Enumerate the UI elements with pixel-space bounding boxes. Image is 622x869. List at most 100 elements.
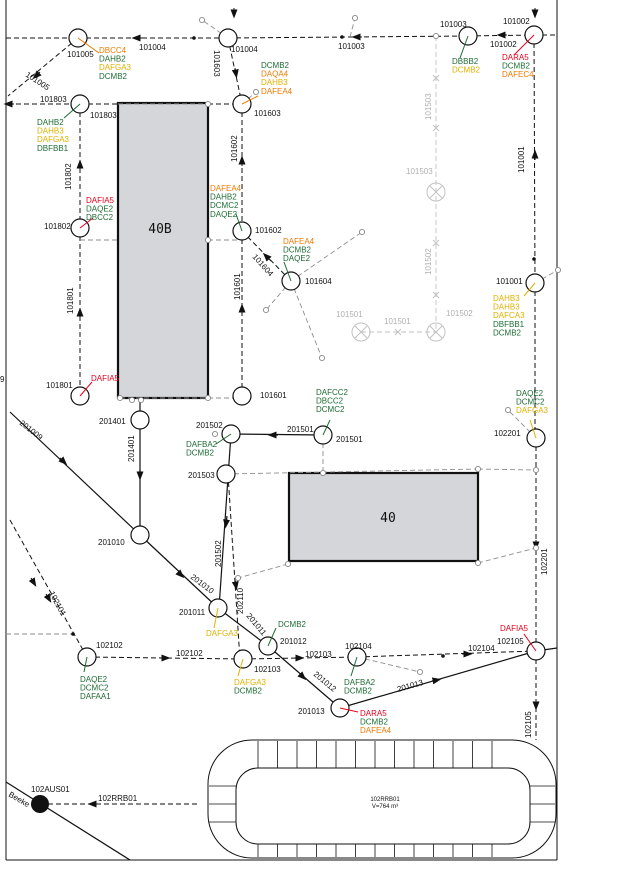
arrow-201010 bbox=[175, 569, 185, 579]
pipe-label-201013: 201013 bbox=[396, 678, 425, 694]
inspection-code: DAHB3 bbox=[37, 127, 64, 136]
inspection-code: DAHB2 bbox=[210, 193, 237, 202]
arrow-201012 bbox=[297, 671, 307, 681]
pipe-label-201009: 201009 bbox=[18, 418, 45, 442]
pipe-201011 bbox=[217, 607, 269, 647]
service-101604-ne bbox=[290, 231, 363, 282]
node-201401: 201401 bbox=[99, 417, 126, 426]
pipe-label-102102: 102102 bbox=[176, 649, 203, 658]
node-201501: 201501 bbox=[336, 435, 363, 444]
node-labels: 101005 101004 101003 101003 101002 10180… bbox=[31, 17, 530, 794]
service-40-top-r bbox=[477, 468, 537, 471]
node-101603: 101603 bbox=[254, 109, 281, 118]
codes-201012: DCMB2 bbox=[278, 620, 307, 629]
node-101604: 101604 bbox=[305, 277, 332, 286]
node-101502: 101502 bbox=[446, 309, 473, 318]
inspection-code: DAFGA3 bbox=[37, 135, 70, 144]
node-101803: 101803 bbox=[40, 95, 67, 104]
inspection-code: DBFBB1 bbox=[493, 320, 525, 329]
service-40-top bbox=[225, 468, 479, 475]
service-40-bottom-l bbox=[237, 563, 289, 579]
inspection-code: DAFIA5 bbox=[86, 196, 115, 205]
pipe-102101 bbox=[9, 519, 88, 658]
service-102201 bbox=[507, 409, 537, 439]
inspection-code: DCMB2 bbox=[99, 72, 128, 81]
pipe-label-201501: 201501 bbox=[287, 425, 314, 434]
inspection-code: DAFEA4 bbox=[210, 184, 242, 193]
inspection-code: DCMC2 bbox=[316, 405, 345, 414]
pipe-label-101602: 101602 bbox=[230, 135, 239, 162]
inspection-code: DAFEA4 bbox=[261, 87, 293, 96]
planned-network bbox=[361, 36, 437, 333]
inspection-code: DAQE2 bbox=[516, 389, 544, 398]
inspection-code: DAFBA2 bbox=[186, 440, 218, 449]
pipe-label-101601: 101601 bbox=[233, 273, 242, 300]
planned-nodes bbox=[351, 74, 446, 342]
node-201011: 201011 bbox=[179, 608, 206, 617]
node-102aus01: 102AUS01 bbox=[31, 785, 70, 794]
pipe-label-102105: 102105 bbox=[524, 711, 533, 738]
node-201502: 201502 bbox=[196, 421, 223, 430]
node-102201: 102201 bbox=[494, 429, 521, 438]
inspection-code: DCMB2 bbox=[344, 687, 373, 696]
pipe-label-beeke: Beeke bbox=[7, 790, 32, 809]
node-201013: 201013 bbox=[298, 707, 325, 716]
inspection-code: DAFGA3 bbox=[206, 629, 239, 638]
inspection-code: DAFGA3 bbox=[99, 63, 132, 72]
arrow-101005 bbox=[32, 70, 42, 80]
pipe-label-101503: 101503 bbox=[424, 93, 433, 120]
pipe-label-edge9: 9 bbox=[0, 375, 5, 384]
inspection-code: DAFCC2 bbox=[316, 388, 349, 397]
node-101002: 101002 bbox=[503, 17, 530, 26]
pipe-101003 bbox=[227, 35, 469, 39]
inspection-code: DCMB2 bbox=[493, 328, 522, 337]
pipe-label-102101: 102101 bbox=[47, 590, 68, 618]
pipe-label-101004: 101004 bbox=[139, 43, 166, 52]
inspection-code: DAFGA3 bbox=[516, 406, 549, 415]
inspection-code: DAFCA3 bbox=[493, 311, 525, 320]
inspection-code: DAFGA3 bbox=[234, 678, 267, 687]
inspection-code: DCMB2 bbox=[502, 62, 531, 71]
inspection-code: DCMB2 bbox=[360, 718, 389, 727]
inspection-code: DBCC2 bbox=[316, 397, 344, 406]
node-201010: 201010 bbox=[98, 538, 125, 547]
arrow-102101 bbox=[43, 593, 52, 603]
inspection-code: DAHB3 bbox=[493, 294, 520, 303]
inspection-code: DCMB2 bbox=[186, 449, 215, 458]
arrow-201009 bbox=[58, 456, 68, 466]
inspection-code: DCMB2 bbox=[278, 620, 307, 629]
tank-volume: V=764 m³ bbox=[372, 804, 398, 810]
node-101003: 101003 bbox=[338, 42, 365, 51]
arrow-201502 bbox=[223, 515, 231, 529]
inspection-code: DAHB2 bbox=[99, 55, 126, 64]
connection-dots bbox=[116, 14, 562, 676]
inspection-code: DAFIA5 bbox=[91, 374, 120, 383]
building-40 bbox=[287, 471, 480, 563]
inspection-code: DBCC2 bbox=[86, 213, 114, 222]
service-101004 bbox=[201, 19, 229, 39]
node-101503: 101503 bbox=[406, 167, 433, 176]
pipe-beeke bbox=[5, 781, 131, 861]
pipe-label-101501: 101501 bbox=[384, 317, 411, 326]
codes-102105: DAFIA5 bbox=[500, 624, 529, 633]
inspection-code: DAQA4 bbox=[261, 70, 289, 79]
pipe-label-201012: 201012 bbox=[312, 670, 339, 694]
inspection-code: DARA5 bbox=[360, 709, 387, 718]
inspection-code: DAHB3 bbox=[261, 78, 288, 87]
node-101803-b: 101803 bbox=[90, 111, 117, 120]
storage-tank: 102RRB01 V=764 m³ bbox=[207, 739, 557, 859]
inspection-code: DCMB2 bbox=[261, 61, 290, 70]
